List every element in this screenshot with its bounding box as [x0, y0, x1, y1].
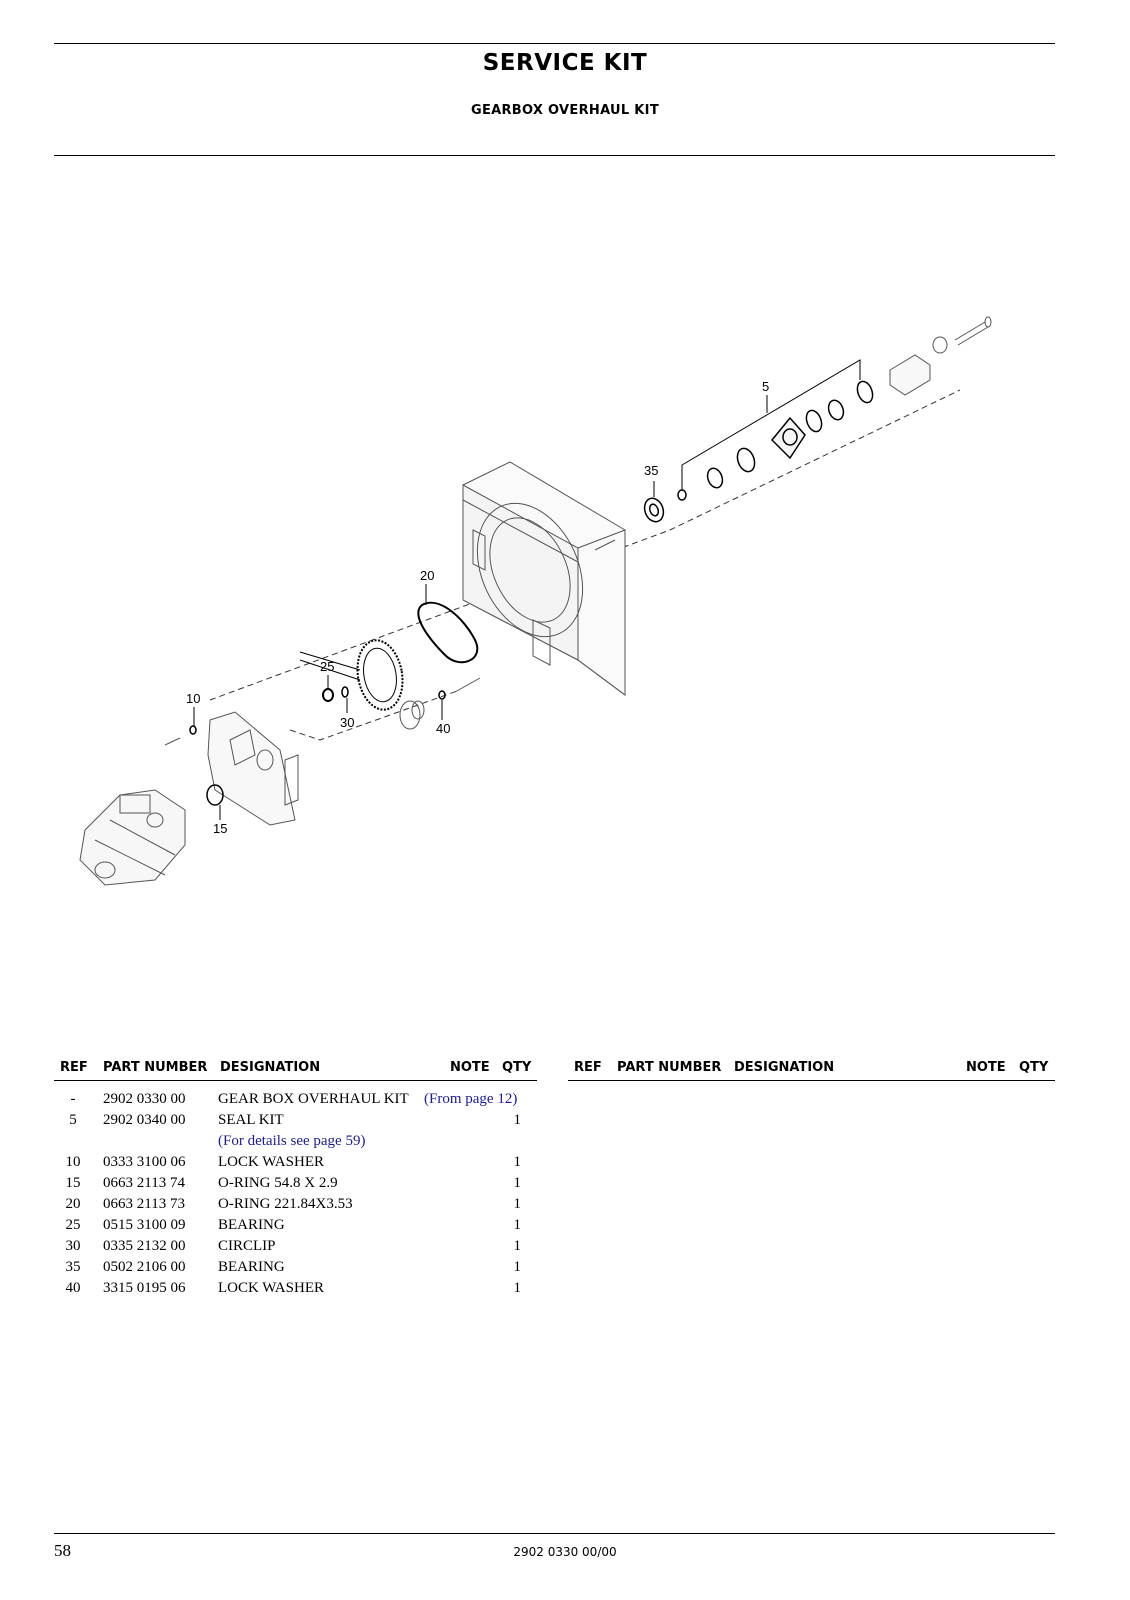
o-ring-20: [417, 601, 479, 664]
callout-label: 40: [436, 721, 450, 736]
cell-ref: 20: [65, 1196, 81, 1212]
page-subtitle: GEARBOX OVERHAUL KIT: [470, 103, 659, 118]
table-header-rule-left: [54, 1080, 537, 1081]
assembly-axis-line: [209, 389, 961, 701]
callout-label: 30: [340, 715, 354, 730]
gear-shaft: [299, 639, 404, 711]
pump-unit: [79, 789, 186, 886]
col-header-ref: REF: [60, 1060, 88, 1075]
cell-part-number: 3315 0195 06: [103, 1280, 186, 1296]
callout-label: 5: [762, 379, 769, 394]
o-ring-15: [206, 784, 224, 806]
cell-ref: -: [70, 1091, 76, 1107]
lock-washer-40: [438, 690, 446, 700]
cell-designation: BEARING: [218, 1259, 285, 1275]
assembly-axis-line-lower: [289, 689, 461, 741]
document-number: 2902 0330 00/00: [513, 1545, 617, 1559]
cell-ref: 10: [65, 1154, 81, 1170]
cell-qty: 1: [513, 1280, 522, 1296]
exploded-view-diagram: 5 35 20 25 10 30 40 15: [79, 316, 992, 886]
cell-qty: 1: [513, 1196, 522, 1212]
col-header-qty-right: QTY: [1019, 1060, 1049, 1075]
callout-label: 25: [320, 659, 334, 674]
cell-qty: 1: [513, 1112, 522, 1128]
cell-qty: 1: [513, 1154, 522, 1170]
header-bottom-rule: [54, 155, 1055, 156]
cell-designation: O-RING 54.8 X 2.9: [218, 1175, 338, 1191]
cell-ref: 15: [65, 1175, 81, 1191]
cell-qty: 1: [513, 1259, 522, 1275]
cell-ref: 40: [65, 1280, 81, 1296]
page-title: SERVICE KIT: [482, 50, 648, 76]
cell-part-number: 0515 3100 09: [103, 1217, 186, 1233]
cell-part-number: 0333 3100 06: [103, 1154, 186, 1170]
cell-note: (From page 12): [424, 1091, 518, 1107]
callout-label: 35: [644, 463, 658, 478]
lock-washer-10: [189, 725, 197, 735]
cell-qty: 1: [513, 1238, 522, 1254]
cell-part-number: 0335 2132 00: [103, 1238, 186, 1254]
cell-part-number: 0502 2106 00: [103, 1259, 186, 1275]
cell-designation: LOCK WASHER: [218, 1154, 324, 1170]
col-header-designation-right: DESIGNATION: [734, 1060, 835, 1075]
page-number: 58: [54, 1541, 71, 1560]
table-header-rule-right: [568, 1080, 1055, 1081]
top-rule: [54, 43, 1055, 44]
gearbox-cover: [207, 711, 299, 826]
cell-designation: BEARING: [218, 1217, 285, 1233]
col-header-designation: DESIGNATION: [220, 1060, 321, 1075]
cell-designation: SEAL KIT: [218, 1112, 284, 1128]
gearbox-housing: [462, 461, 626, 696]
cell-designation: LOCK WASHER: [218, 1280, 324, 1296]
col-header-note: NOTE: [450, 1060, 490, 1075]
col-header-part-number: PART NUMBER: [103, 1060, 208, 1075]
col-header-note-right: NOTE: [966, 1060, 1006, 1075]
seal-kit-parts: [677, 380, 874, 501]
bearing-25: [322, 688, 334, 702]
col-header-ref-right: REF: [574, 1060, 602, 1075]
cell-note: (For details see page 59): [218, 1133, 366, 1149]
callout-label: 20: [420, 568, 434, 583]
cell-ref: 5: [69, 1112, 77, 1128]
end-flange: [889, 316, 992, 396]
seal-kit-bracket: [681, 359, 861, 490]
footer-rule: [54, 1533, 1055, 1534]
cell-qty: 1: [513, 1175, 522, 1191]
cell-designation: O-RING 221.84X3.53: [218, 1196, 353, 1212]
callout-label: 10: [186, 691, 200, 706]
cell-ref: 35: [65, 1259, 81, 1275]
callout-label: 15: [213, 821, 227, 836]
circlip-30: [341, 686, 349, 698]
cell-designation: CIRCLIP: [218, 1238, 276, 1254]
cell-part-number: 2902 0340 00: [103, 1112, 186, 1128]
cell-part-number: 2902 0330 00: [103, 1091, 186, 1107]
cell-part-number: 0663 2113 73: [103, 1196, 185, 1212]
col-header-qty: QTY: [502, 1060, 532, 1075]
col-header-part-number-right: PART NUMBER: [617, 1060, 722, 1075]
cell-ref: 25: [65, 1217, 81, 1233]
cell-ref: 30: [65, 1238, 81, 1254]
pinion: [399, 700, 425, 730]
cell-qty: 1: [513, 1217, 522, 1233]
cell-part-number: 0663 2113 74: [103, 1175, 185, 1191]
cell-designation: GEAR BOX OVERHAUL KIT: [218, 1091, 409, 1107]
bearing-35: [643, 497, 665, 523]
